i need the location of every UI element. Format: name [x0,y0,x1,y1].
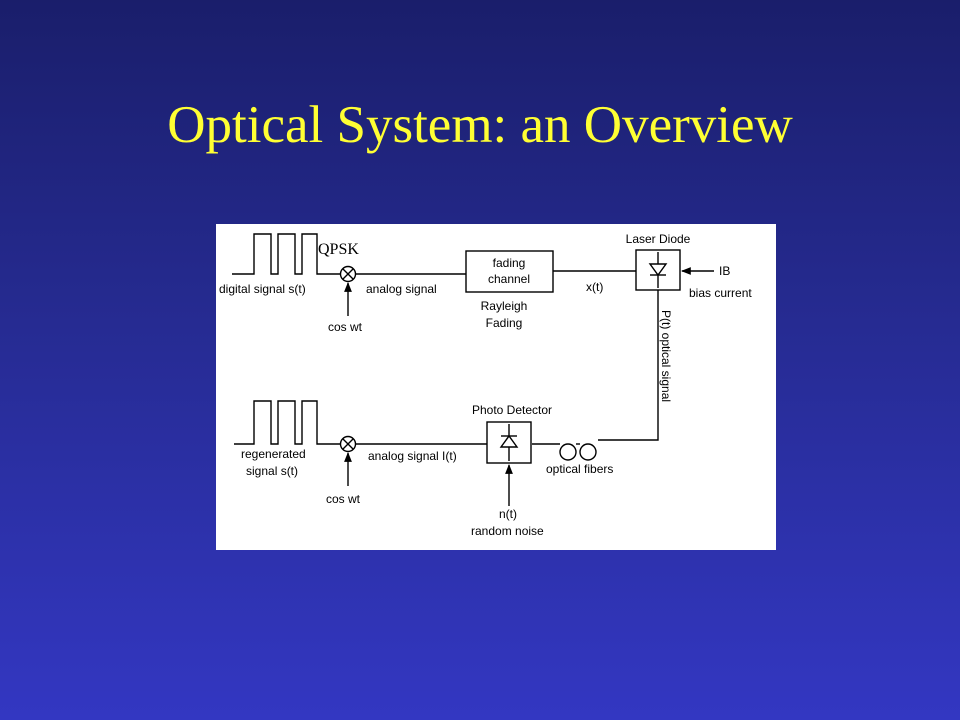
optical-signal-path [598,290,659,441]
fading-label: Fading [486,316,523,330]
fading-channel-box [465,250,554,293]
rayleigh-label: Rayleigh [481,299,528,313]
photo-detector-title: Photo Detector [472,403,552,417]
digital-signal-label: digital signal s(t) [219,282,306,296]
tx-mixer-icon [339,265,357,283]
optical-signal-label: P(t) optical signal [659,310,673,402]
tx-analog-signal-label: analog signal [366,282,437,296]
ib-label: IB [719,264,730,278]
slide-title: Optical System: an Overview [167,96,793,154]
laser-diode-title: Laser Diode [626,232,691,246]
fading-channel-text-1: fading [493,256,526,270]
optical-system-diagram: QPSK digital signal s(t) cos wt analog s… [216,224,776,550]
x-t-label: x(t) [586,280,603,294]
rx-mixer-icon [339,435,357,453]
noise-label: n(t) [499,507,517,521]
photodiode-icon [499,424,519,461]
optical-fiber-coil-icon [532,443,597,461]
optical-fibers-label: optical fibers [546,462,613,476]
bias-current-label: bias current [689,286,752,300]
laser-diode-icon [648,252,668,288]
regenerated-label: regenerated [241,447,306,461]
digital-pulse-train-tx [232,233,341,275]
digital-pulse-train-rx [234,400,340,445]
fading-channel-text-2: channel [488,272,530,286]
rx-analog-signal-label: analog signal I(t) [368,449,457,463]
qpsk-label: QPSK [318,241,359,258]
rx-carrier-label: cos wt [326,492,361,506]
regenerated-signal-label: signal s(t) [246,464,298,478]
random-noise-label: random noise [471,524,544,538]
tx-carrier-label: cos wt [328,320,363,334]
